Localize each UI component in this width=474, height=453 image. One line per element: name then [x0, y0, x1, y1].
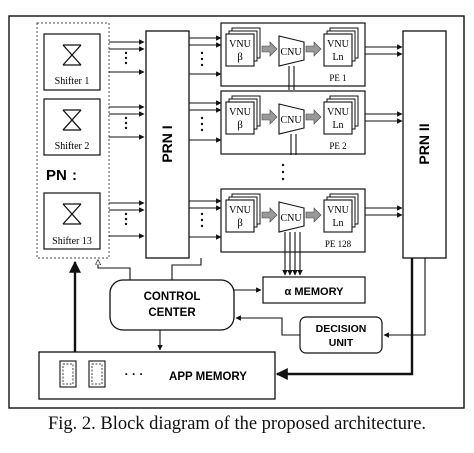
outer-frame — [8, 15, 465, 409]
bus-ellipsis — [124, 51, 128, 226]
prn1-block — [145, 30, 190, 259]
prn1-pe-arrows — [189, 35, 222, 240]
cnu-vnu-arrow — [305, 41, 322, 57]
pe-prn2-arrows — [365, 44, 403, 218]
pe-label: PE 128 — [325, 239, 352, 249]
vnu-label: VNU — [327, 107, 349, 118]
vnu-label: VNU — [229, 107, 251, 118]
pe-unit-128: VNU β CNU VNU Ln PE 128 — [220, 188, 366, 253]
figure-caption: Fig. 2. Block diagram of the proposed ar… — [47, 414, 427, 434]
vnu-ln-stack: VNU Ln — [323, 193, 359, 233]
ln-label: Ln — [332, 120, 343, 131]
prn2-block — [402, 30, 447, 259]
vnu-label: VNU — [327, 39, 349, 50]
vnu-cnu-arrow — [261, 41, 278, 57]
vnu-beta-stack: VNU β — [225, 193, 261, 233]
beta-label: β — [237, 217, 243, 229]
cnu-block — [278, 35, 305, 67]
vnu-beta-stack: VNU β — [225, 95, 261, 135]
vnu-cnu-arrow — [261, 109, 278, 125]
control-center-block — [109, 279, 235, 331]
shifter-block-2: Shifter 2 — [43, 98, 101, 156]
prn1-label: PRN I — [159, 125, 175, 162]
control-center-label: CENTER — [148, 307, 196, 319]
cnu-block — [278, 103, 305, 135]
pn-label: PN — [46, 167, 67, 184]
shifter-icon — [62, 203, 82, 225]
app-memory-block — [38, 351, 276, 400]
vnu-beta-stack: VNU β — [225, 27, 261, 67]
app-memory-dots: · · · — [125, 367, 144, 381]
shifter-icon — [62, 109, 82, 131]
cnu-label: CNU — [280, 115, 302, 126]
beta-label: β — [237, 119, 243, 131]
shifter-block-1: Shifter 1 — [43, 33, 101, 91]
app-memory-label: APP MEMORY — [169, 371, 247, 383]
pe-label: PE 1 — [329, 73, 346, 83]
vnu-label: VNU — [327, 205, 349, 216]
vnu-ln-stack: VNU Ln — [323, 95, 359, 135]
shifter-block-13: Shifter 13 — [43, 192, 101, 250]
cnu-vnu-arrow — [305, 207, 322, 223]
vnu-cnu-arrow — [261, 207, 278, 223]
beta-label: β — [237, 51, 243, 63]
cnu-vnu-arrow — [305, 109, 322, 125]
alpha-memory-label: α MEMORY — [285, 286, 345, 298]
pn-dashed-box — [36, 22, 110, 259]
pe-label: PE 2 — [329, 141, 346, 151]
shifter-label: Shifter 1 — [55, 76, 90, 87]
ln-label: Ln — [332, 218, 343, 229]
shifter-prn1-arrows — [109, 39, 145, 239]
vnu-label: VNU — [229, 39, 251, 50]
shifter-label: Shifter 2 — [55, 141, 90, 152]
pe-unit-2: VNU β CNU VNU Ln PE 2 — [220, 90, 366, 155]
cnu-label: CNU — [280, 213, 302, 224]
shifter-icon — [62, 44, 82, 66]
decision-unit-label: DECISION — [316, 323, 367, 335]
memory-bank-icon — [88, 360, 106, 388]
decision-unit-label: UNIT — [329, 337, 354, 349]
pe-unit-1: VNU β CNU VNU Ln PE 1 — [220, 22, 366, 87]
ln-label: Ln — [332, 52, 343, 63]
cnu-block — [278, 201, 305, 233]
vnu-label: VNU — [229, 205, 251, 216]
control-lines — [98, 258, 426, 351]
cnu-label: CNU — [280, 47, 302, 58]
vnu-ln-stack: VNU Ln — [323, 27, 359, 67]
control-center-label: CONTROL — [144, 291, 201, 303]
shifter-label: Shifter 13 — [52, 236, 92, 247]
cnu-memory-links — [282, 66, 303, 276]
prn2-label: PRN II — [416, 123, 432, 164]
pn-colon: : — [72, 167, 77, 184]
thick-buses — [69, 258, 414, 380]
alpha-memory-block — [262, 276, 366, 304]
bus-ellipsis — [200, 51, 285, 228]
memory-bank-icon — [59, 360, 77, 388]
